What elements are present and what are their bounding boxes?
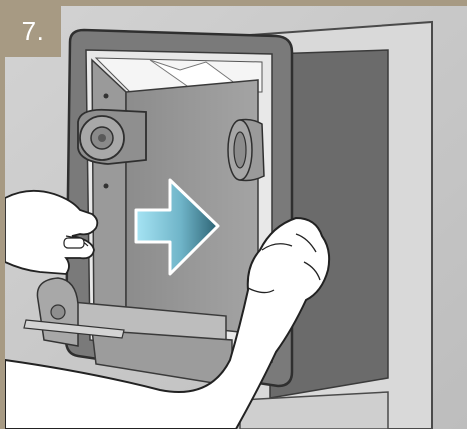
step-number-badge: 7. <box>5 6 61 57</box>
frame-border-top <box>0 0 467 6</box>
left-hand <box>4 189 99 275</box>
hinge-knob-right <box>227 118 265 182</box>
right-hand <box>4 216 331 429</box>
hinge-knob-left <box>77 108 147 165</box>
frame-border-left <box>0 0 5 429</box>
insert-direction-arrow-icon <box>134 178 220 276</box>
